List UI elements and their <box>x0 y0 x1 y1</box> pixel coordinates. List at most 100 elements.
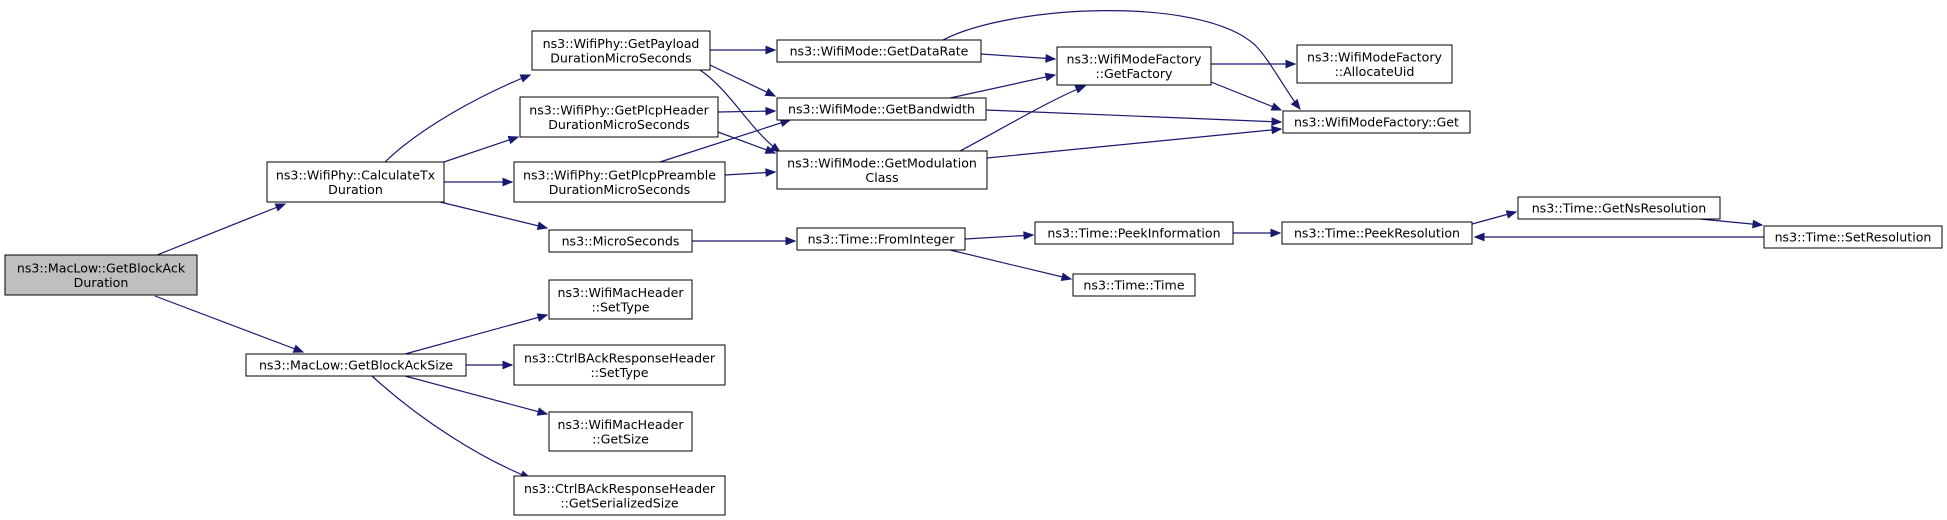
node-label-line: ns3::WifiPhy::GetPlcpPreamble <box>523 167 716 182</box>
node-label-line: ns3::WifiMacHeader <box>557 417 684 432</box>
node-ctrl-settype[interactable]: ns3::CtrlBAckResponseHeader::SetType <box>513 344 726 386</box>
node-box <box>266 161 445 203</box>
node-box <box>1517 196 1721 220</box>
node-label-line: ::GetSize <box>592 431 649 446</box>
node-box <box>519 96 719 138</box>
call-edge-calc-to-plcpp <box>444 177 514 187</box>
node-label-line: Class <box>865 170 898 185</box>
arrowhead-icon <box>1290 98 1301 111</box>
node-label-line: ns3::Time::Time <box>1083 278 1184 293</box>
node-label-line: ns3::Time::FromInteger <box>808 232 956 247</box>
call-edge-peekinfo-to-peekres <box>1233 228 1282 238</box>
node-fromint[interactable]: ns3::Time::FromInteger <box>796 227 966 251</box>
node-label-line: ns3::Time::PeekInformation <box>1047 226 1220 241</box>
node-box <box>1034 221 1234 245</box>
node-bandwidth[interactable]: ns3::WifiMode::GetBandwidth <box>776 97 987 121</box>
arrowhead-icon <box>1074 85 1087 94</box>
arrowhead-icon <box>536 407 549 416</box>
node-label-line: DurationMicroSeconds <box>548 117 690 132</box>
node-box <box>1296 44 1453 84</box>
arrowhead-icon <box>1045 54 1057 63</box>
node-peekinfo[interactable]: ns3::Time::PeekInformation <box>1034 221 1234 245</box>
node-allocuid[interactable]: ns3::WifiModeFactory::AllocateUid <box>1296 44 1453 84</box>
node-ctrl-getser[interactable]: ns3::CtrlBAckResponseHeader::GetSerializ… <box>513 475 726 516</box>
node-box <box>776 39 982 63</box>
call-edge-bas-to-wmh_getsize <box>404 375 549 416</box>
call-edge-payload-to-datarate <box>710 45 777 55</box>
call-edge-modclass-to-getfactory <box>959 85 1087 152</box>
call-edge-calc-to-plcph <box>434 135 520 166</box>
call-edge-bas-to-ctrl_settype <box>466 360 514 370</box>
node-plcph[interactable]: ns3::WifiPhy::GetPlcpHeaderDurationMicro… <box>519 96 719 138</box>
node-box <box>513 344 726 386</box>
node-box <box>513 161 726 203</box>
arrowhead-icon <box>536 313 549 322</box>
node-wmh-getsize[interactable]: ns3::WifiMacHeader::GetSize <box>548 411 693 452</box>
node-label-line: ns3::WifiModeFactory <box>1067 51 1203 66</box>
call-edge-getnsres-to-setres <box>1699 218 1764 229</box>
node-label-line: ns3::WifiMacHeader <box>557 285 684 300</box>
arrowhead-icon <box>1271 117 1283 126</box>
node-label-line: ::SetType <box>590 365 648 380</box>
node-box <box>776 97 987 121</box>
arrowhead-icon <box>1505 210 1518 219</box>
node-label-line: ::SetType <box>591 299 649 314</box>
node-datarate[interactable]: ns3::WifiMode::GetDataRate <box>776 39 982 63</box>
node-time[interactable]: ns3::Time::Time <box>1072 273 1196 297</box>
node-plcpp[interactable]: ns3::WifiPhy::GetPlcpPreambleDurationMic… <box>513 161 726 203</box>
arrowhead-icon <box>1270 228 1282 238</box>
node-label-line: ::GetSerializedSize <box>560 495 679 510</box>
call-edge-getfactory-to-allocuid <box>1211 59 1297 69</box>
node-label-line: ns3::WifiModeFactory::Get <box>1294 115 1459 130</box>
node-peekres[interactable]: ns3::Time::PeekResolution <box>1281 221 1473 245</box>
node-label-line: DurationMicroSeconds <box>549 182 691 197</box>
node-label-line: ns3::CtrlBAckResponseHeader <box>524 350 716 365</box>
node-wmf-get[interactable]: ns3::WifiModeFactory::Get <box>1282 110 1471 134</box>
call-edge-bandwidth-to-wmf_get <box>985 109 1283 126</box>
call-edge-bandwidth-to-getfactory <box>949 72 1057 99</box>
arrowhead-icon <box>274 203 287 212</box>
node-label-line: DurationMicroSeconds <box>550 50 692 65</box>
arrowhead-icon <box>1271 125 1283 135</box>
arrowhead-icon <box>764 87 777 97</box>
node-label-line: ns3::Time::GetNsResolution <box>1532 201 1707 216</box>
call-edge-payload-to-bandwidth <box>709 64 777 97</box>
call-edge-fromint-to-peekinfo <box>964 231 1035 240</box>
arrowhead-icon <box>765 168 777 177</box>
call-edge-plcpp-to-modclass <box>724 168 777 177</box>
node-label-line: ns3::WifiMode::GetBandwidth <box>788 102 975 117</box>
arrowhead-icon <box>502 177 514 187</box>
node-micro[interactable]: ns3::MicroSeconds <box>548 229 693 253</box>
node-box <box>548 229 693 253</box>
node-getfactory[interactable]: ns3::WifiModeFactory::GetFactory <box>1056 46 1212 86</box>
call-graph-nodes: ns3::MacLow::GetBlockAckDurationns3::Wif… <box>4 30 1943 516</box>
node-box <box>513 475 726 516</box>
arrowhead-icon <box>536 221 549 230</box>
arrowhead-icon <box>769 142 782 153</box>
call-edge-setres-to-peekres <box>1473 232 1764 242</box>
call-edge-getfactory-to-wmf_get <box>1210 81 1283 111</box>
node-label-line: ns3::MacLow::GetBlockAckSize <box>259 358 453 373</box>
call-edge-calc-to-payload <box>384 74 532 163</box>
call-edge-datarate-to-getfactory <box>980 53 1057 63</box>
node-bas[interactable]: ns3::MacLow::GetBlockAckSize <box>245 353 467 377</box>
call-edge-datarate-to-wmf_get <box>942 10 1301 111</box>
node-setres[interactable]: ns3::Time::SetResolution <box>1763 225 1943 249</box>
node-label-line: ns3::CtrlBAckResponseHeader <box>524 481 716 496</box>
call-edge-root-to-bas <box>154 295 305 353</box>
node-getnsres[interactable]: ns3::Time::GetNsResolution <box>1517 196 1721 220</box>
call-edge-peekres-to-getnsres <box>1471 210 1518 225</box>
node-label-line: ns3::WifiMode::GetModulation <box>787 155 977 170</box>
arrowhead-icon <box>502 360 514 370</box>
node-label-line: ns3::MacLow::GetBlockAck <box>17 260 186 275</box>
arrowhead-icon <box>1752 219 1764 229</box>
node-wmh-settype[interactable]: ns3::WifiMacHeader::SetType <box>548 279 693 320</box>
node-payload[interactable]: ns3::WifiPhy::GetPayloadDurationMicroSec… <box>531 30 711 71</box>
arrowhead-icon <box>1270 102 1283 111</box>
call-edge-payload-to-modclass <box>699 69 782 153</box>
arrowhead-icon <box>1044 72 1057 82</box>
call-edge-root-to-calc <box>156 203 287 256</box>
